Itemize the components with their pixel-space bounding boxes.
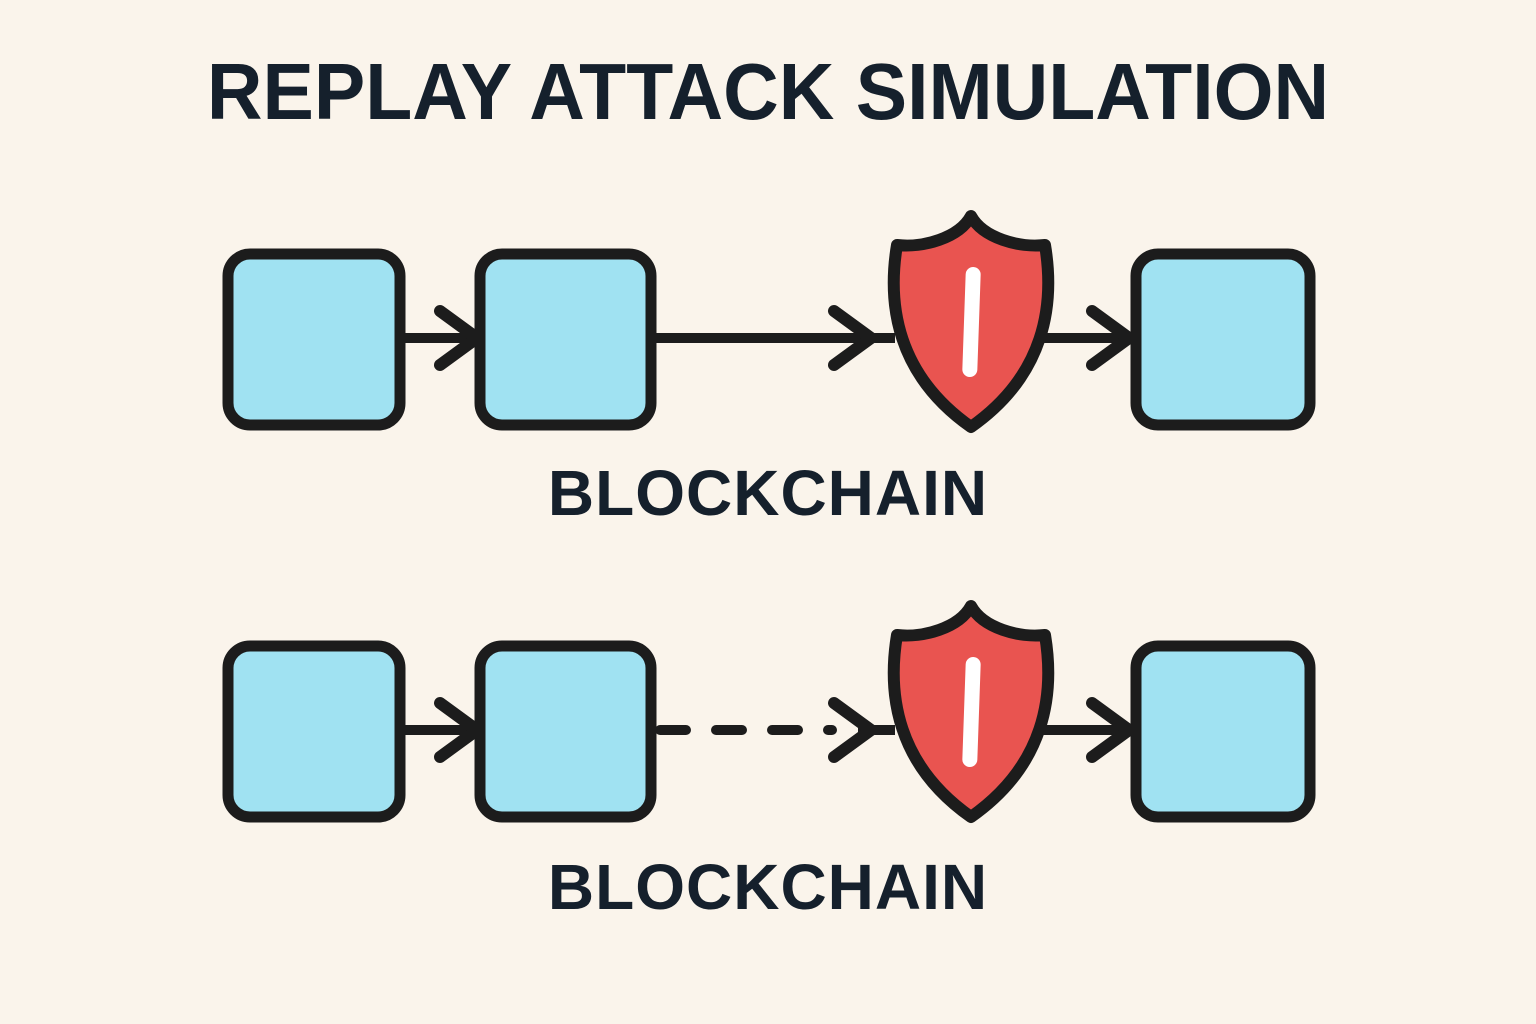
block-3 bbox=[1130, 640, 1316, 823]
blockchain-row-2 bbox=[222, 600, 1316, 823]
arrowhead-icon bbox=[1086, 305, 1135, 371]
alert-shield-icon bbox=[887, 600, 1055, 823]
page-title: REPLAY ATTACK SIMULATION bbox=[206, 47, 1330, 137]
arrowhead-icon bbox=[828, 305, 877, 371]
exclamation-mark bbox=[962, 267, 981, 377]
blockchain-label-row-1: BLOCKCHAIN bbox=[547, 457, 989, 529]
block-2 bbox=[474, 640, 657, 823]
blockchain-row-1 bbox=[222, 210, 1316, 433]
block-1 bbox=[222, 640, 406, 823]
block-2 bbox=[474, 248, 657, 431]
arrowhead-icon bbox=[1086, 697, 1135, 763]
arrowhead-icon bbox=[828, 697, 877, 763]
block-1 bbox=[222, 248, 406, 431]
exclamation-mark bbox=[962, 657, 981, 767]
blockchain-label-row-2: BLOCKCHAIN bbox=[547, 851, 989, 923]
alert-shield-icon bbox=[887, 210, 1055, 433]
block-3 bbox=[1130, 248, 1316, 431]
